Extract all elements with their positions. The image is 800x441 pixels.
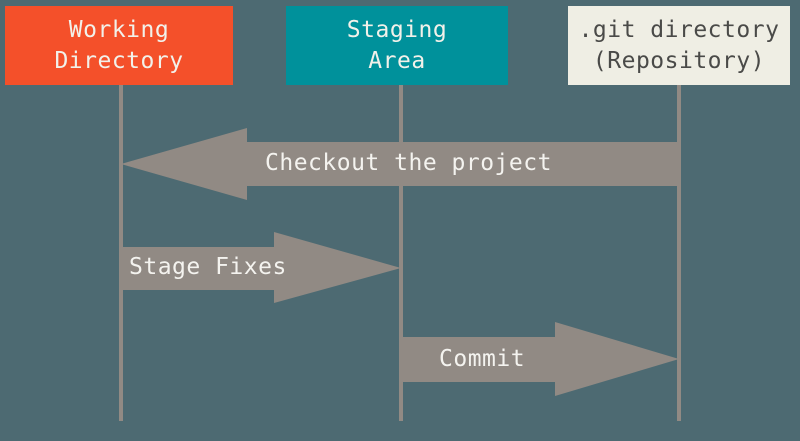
node-staging-area-line2: Area [368,47,426,74]
lifeline-staging-area [399,80,403,421]
arrow-commit [400,322,679,396]
node-git-directory-line2: (Repository) [592,47,766,74]
node-staging-area-line1: Staging [346,17,448,44]
node-working-directory-line2: Directory [54,47,184,74]
node-staging-area: Staging Area [286,6,508,85]
arrow-checkout-the-project [121,128,677,200]
node-working-directory: Working Directory [5,6,233,85]
node-working-directory-line1: Working [68,17,170,44]
arrow-label-checkout: Checkout the project [265,150,552,176]
arrow-stage-fixes [120,232,401,303]
arrow-label-stage-fixes: Stage Fixes [129,254,287,280]
node-git-directory: .git directory (Repository) [568,6,790,85]
arrow-label-commit: Commit [439,346,526,372]
lifeline-git-directory [677,80,681,421]
node-git-directory-line1: .git directory [578,17,780,44]
